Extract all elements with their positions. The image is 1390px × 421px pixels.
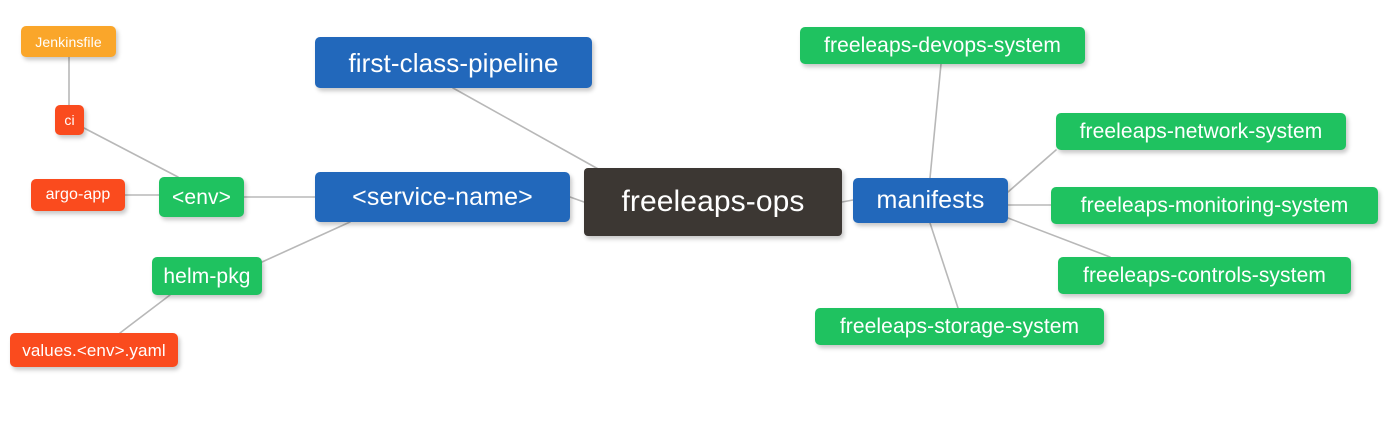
node-label: argo-app: [45, 186, 111, 203]
node-freeleaps-controls-system[interactable]: freeleaps-controls-system: [1058, 257, 1351, 294]
node-freeleaps-monitoring-system[interactable]: freeleaps-monitoring-system: [1051, 187, 1378, 224]
node-helm-pkg[interactable]: helm-pkg: [152, 257, 262, 295]
node-label: helm-pkg: [163, 264, 251, 288]
node-values-env-yaml[interactable]: values.<env>.yaml: [10, 333, 178, 367]
node-label: <env>: [172, 185, 231, 209]
node-label: values.<env>.yaml: [22, 340, 166, 360]
node-label: freeleaps-storage-system: [839, 315, 1080, 338]
node-freeleaps-network-system[interactable]: freeleaps-network-system: [1056, 113, 1346, 150]
node-label: first-class-pipeline: [348, 47, 559, 78]
node-label: Jenkinsfile: [35, 33, 102, 50]
node-label: freeleaps-network-system: [1079, 120, 1323, 143]
node-service-name[interactable]: <service-name>: [315, 172, 570, 222]
node-argo-app[interactable]: argo-app: [31, 179, 125, 211]
node-jenkinsfile[interactable]: Jenkinsfile: [21, 26, 116, 57]
node-label: manifests: [876, 186, 985, 214]
node-label: freeleaps-monitoring-system: [1080, 194, 1349, 217]
node-freeleaps-storage-system[interactable]: freeleaps-storage-system: [815, 308, 1104, 345]
node-label: freeleaps-ops: [621, 185, 805, 218]
node-label: freeleaps-controls-system: [1083, 264, 1326, 287]
node-label: <service-name>: [352, 182, 533, 211]
node-label: ci: [64, 112, 75, 128]
node-label: freeleaps-devops-system: [824, 34, 1061, 57]
node-freeleaps-devops-system[interactable]: freeleaps-devops-system: [800, 27, 1085, 64]
node-env[interactable]: <env>: [159, 177, 244, 217]
node-ci[interactable]: ci: [55, 105, 84, 135]
node-manifests[interactable]: manifests: [853, 178, 1008, 223]
node-freeleaps-ops[interactable]: freeleaps-ops: [584, 168, 842, 236]
node-first-class-pipeline[interactable]: first-class-pipeline: [315, 37, 592, 88]
